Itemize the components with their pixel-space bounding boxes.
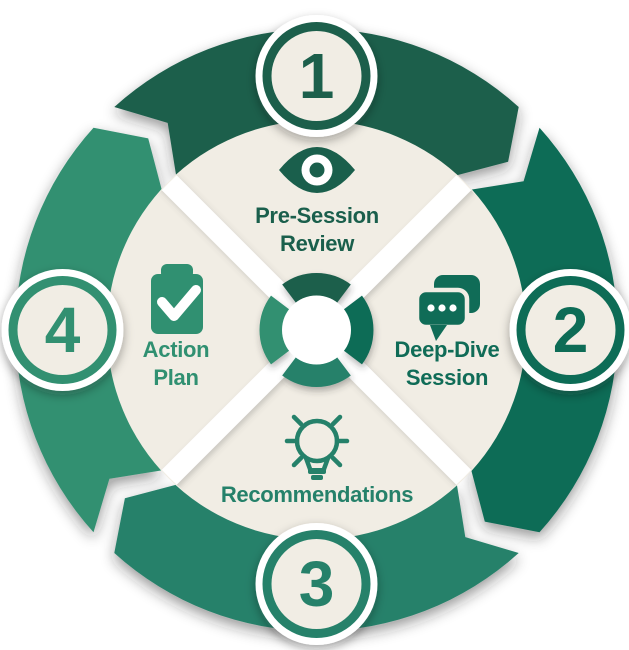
clipboard-board [151, 274, 203, 334]
clipboard-checkmark [157, 285, 201, 321]
step-badge-3: 3 [255, 523, 378, 645]
chat-dot-2 [438, 304, 446, 312]
hub-arc-bottom [282, 356, 351, 387]
badge-circle [8, 276, 117, 384]
badge-circle [262, 530, 371, 638]
step-4-quadrant: Action Plan [143, 264, 210, 390]
badge-number: 2 [553, 294, 589, 366]
step-2-label-line-2: Session [406, 365, 488, 390]
step-2-label-line-1: Deep-Dive [395, 337, 500, 362]
step-badge-1: 1 [255, 15, 378, 137]
step-3-label: Recommendations [221, 482, 413, 507]
clipboard-check-icon [151, 264, 203, 334]
bulb-neck-left [303, 455, 313, 472]
bulb-base-bottom [311, 475, 323, 480]
step-4-label-line-2: Plan [153, 365, 198, 390]
bulb-ray-upper-left [291, 414, 304, 427]
hub-arc-top [282, 273, 351, 304]
step-badge-2: 2 [509, 269, 629, 391]
eye-icon [279, 147, 355, 193]
hub-hole [282, 295, 351, 365]
step-1-label-line-1: Pre-Session [255, 203, 379, 228]
center-hub [259, 273, 374, 387]
badge-number: 3 [299, 548, 335, 620]
bulb-ray-upper-right [330, 414, 343, 427]
hub-arc-left [259, 295, 290, 365]
step-1-label-line-2: Review [280, 231, 355, 256]
lightbulb-icon [284, 414, 350, 472]
bulb-base-top [308, 468, 326, 474]
bulb-ray-lower-right [330, 455, 343, 468]
bulb-neck-right [321, 455, 331, 472]
chat-bubble-tail [430, 325, 447, 341]
bulb-ray-lower-left [291, 455, 304, 468]
badge-circle [262, 22, 371, 130]
chat-dot-3 [449, 304, 457, 312]
chat-dot-1 [427, 304, 435, 312]
step-4-label-line-1: Action [143, 337, 210, 362]
badge-number: 4 [45, 294, 81, 366]
hub-arc-right [343, 295, 374, 365]
step-2-quadrant: Deep-Dive Session [395, 275, 500, 390]
step-1-quadrant: Pre-Session Review [255, 147, 379, 256]
step-3-quadrant: Recommendations [221, 414, 414, 507]
badge-number: 1 [299, 40, 335, 112]
chat-bubbles-icon [414, 275, 480, 341]
eye-pupil [309, 162, 325, 178]
badge-circle [516, 276, 625, 384]
step-badge-4: 4 [1, 269, 124, 391]
